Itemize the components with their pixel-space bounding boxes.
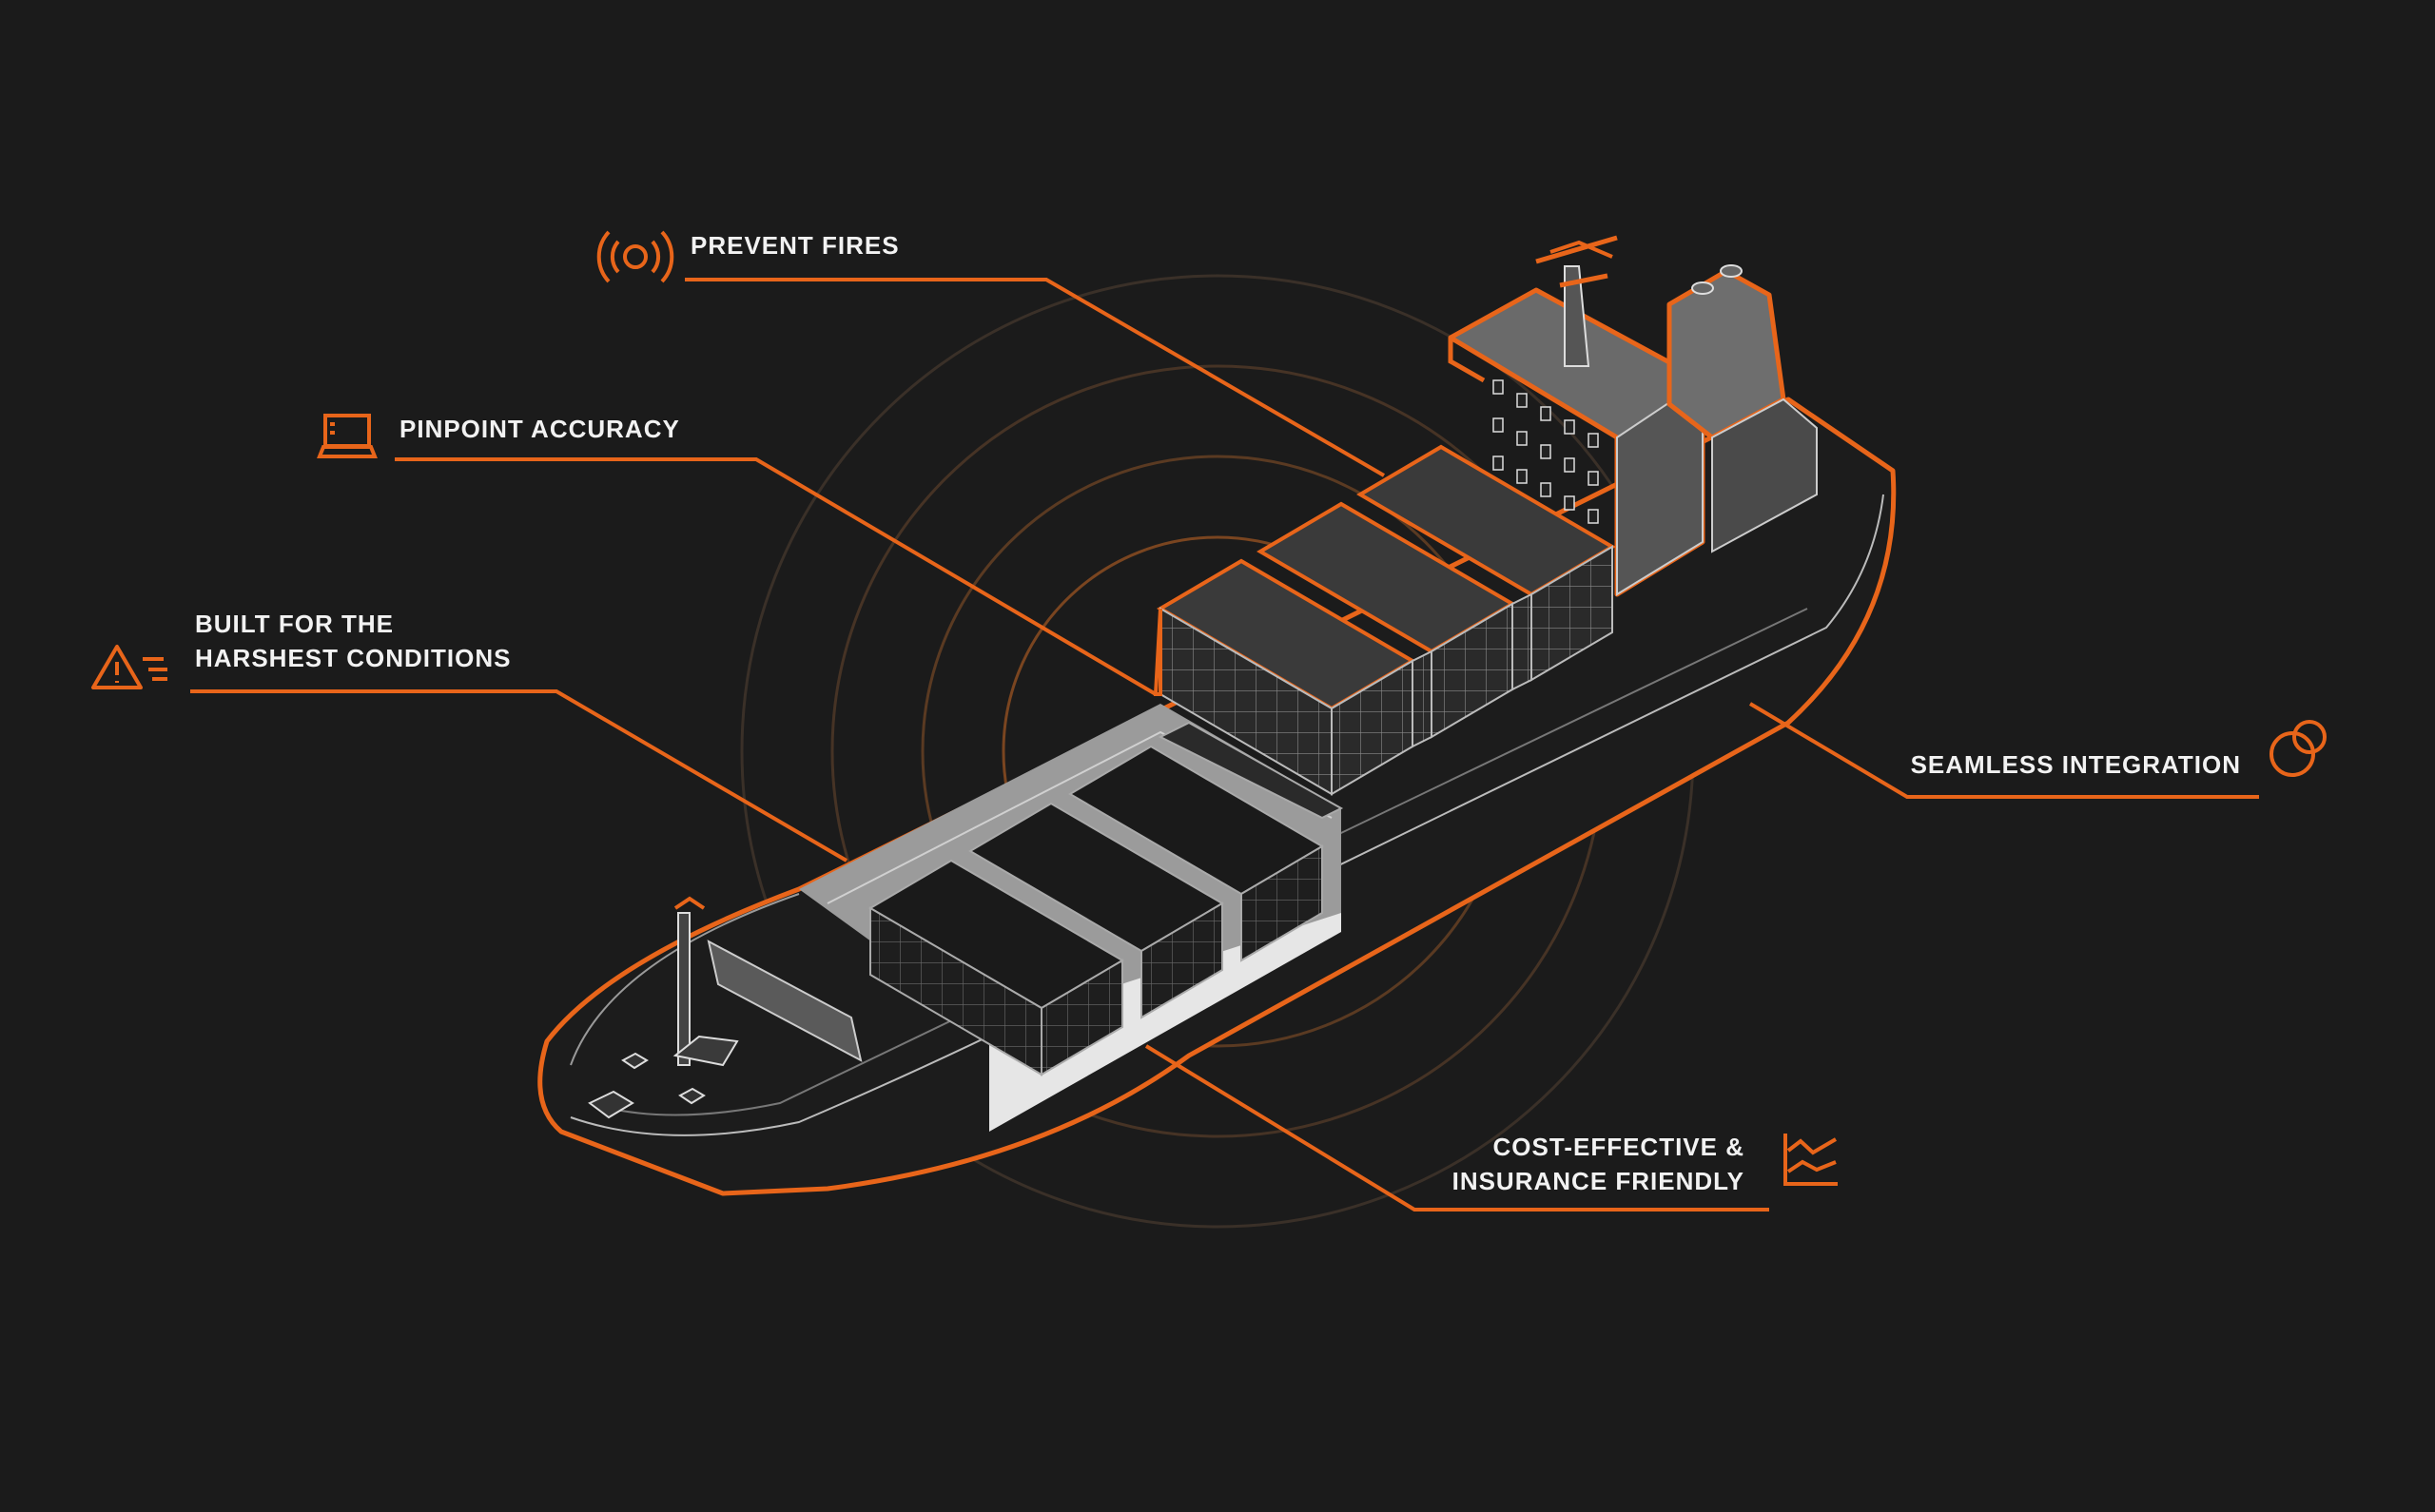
- leader-cost-effective: [1144, 1044, 1769, 1212]
- hold-containers: [868, 721, 1344, 1076]
- deck-containers: [1153, 444, 1616, 796]
- bridge-superstructure: [1448, 235, 1818, 597]
- feature-label-harsh-conditions: BUILT FOR THE HARSHEST CONDITIONS: [195, 610, 512, 672]
- laptop-icon: [317, 414, 378, 458]
- feature-label-prevent-fires: PREVENT FIRES: [691, 231, 900, 260]
- leader-harsh-conditions: [190, 689, 848, 863]
- leader-pinpoint-accuracy: [395, 457, 1158, 696]
- leader-lines: [190, 278, 2259, 1212]
- linked-circles-icon: [2269, 720, 2327, 777]
- chart-icon: [1783, 1134, 1838, 1186]
- sensor-waves-icon: [596, 230, 674, 283]
- feature-label-pinpoint-accuracy: PINPOINT ACCURACY: [399, 415, 680, 443]
- leader-seamless-integration: [1748, 702, 2259, 799]
- bow-deck: [588, 896, 863, 1119]
- feature-label-seamless-integration: SEAMLESS INTEGRATION: [1910, 750, 2241, 779]
- leader-prevent-fires: [685, 278, 1386, 477]
- feature-label-cost-effective: COST-EFFECTIVE & INSURANCE FRIENDLY: [1451, 1133, 1744, 1195]
- warning-icon: [91, 645, 167, 689]
